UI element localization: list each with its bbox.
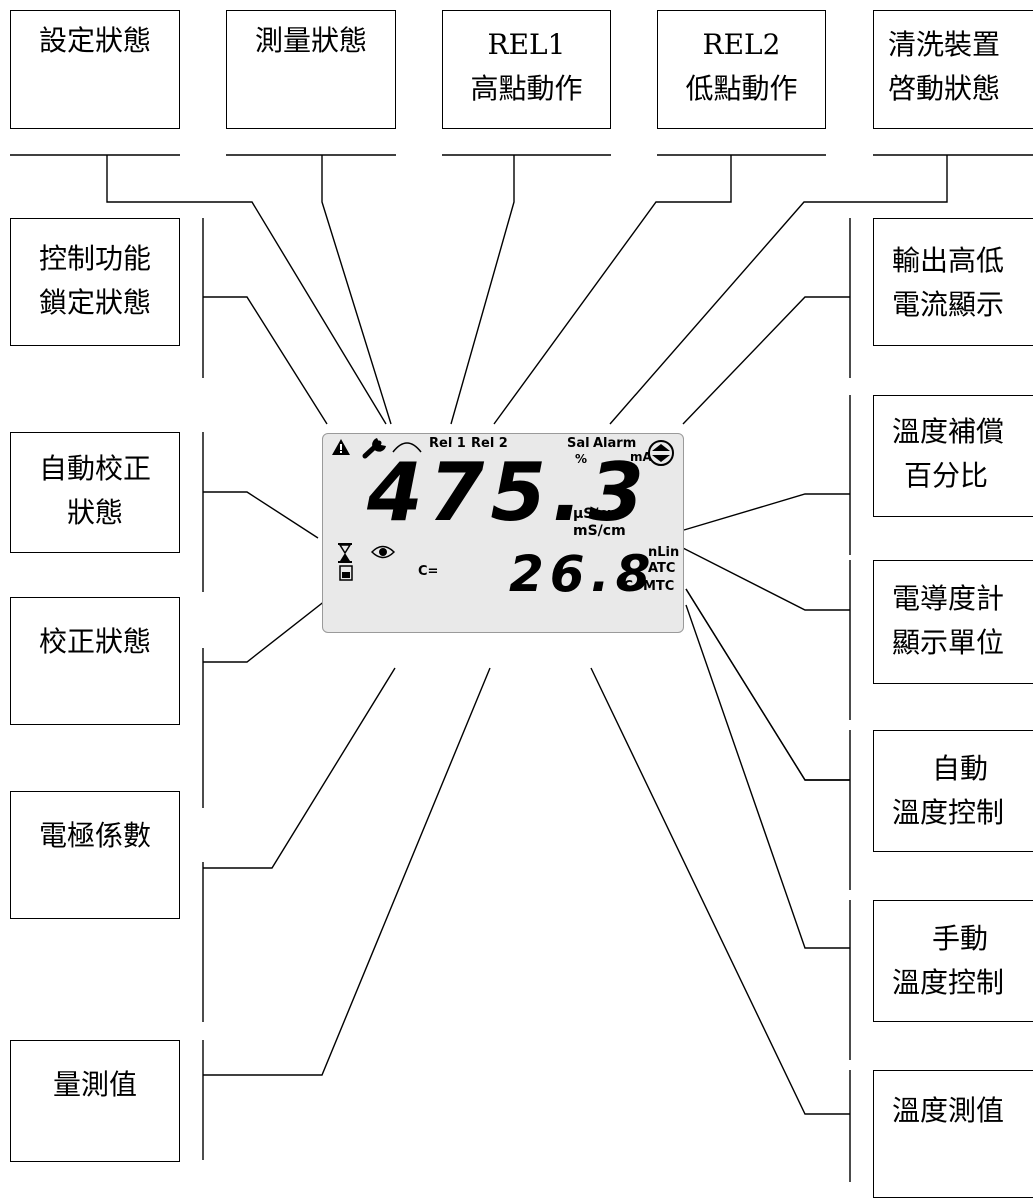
label-line: 鎖定狀態 (38, 286, 151, 319)
arc-icon (392, 442, 422, 453)
label-cell-constant: 電極係數 (10, 791, 180, 919)
label-line: 溫度控制 (892, 966, 1005, 999)
label-line: 啓動狀態 (888, 72, 1001, 105)
label-line: 電極係數 (38, 819, 151, 852)
label-wash-status: 清洗裝置 啓動狀態 (873, 10, 1033, 129)
label-line: 高點動作 (470, 72, 583, 105)
label-line: 量測值 (52, 1068, 137, 1101)
label-rel1-status: REL1 高點動作 (442, 10, 611, 129)
label-cal-status: 校正狀態 (10, 597, 180, 725)
label-line: 電流顯示 (892, 288, 1005, 321)
beaker-icon (339, 565, 353, 581)
label-line: 自動校正 (38, 452, 151, 485)
sal-indicator: Sal (567, 436, 590, 451)
temperature-unit: °C (617, 579, 634, 594)
ma-indicator: mA (630, 450, 652, 464)
label-line: 狀態 (66, 496, 123, 529)
label-mtc: 手動 溫度控制 (873, 900, 1033, 1022)
unit-us-cm: µS/cm (573, 506, 622, 522)
label-line: 顯示單位 (892, 626, 1005, 659)
percent-indicator: % (575, 452, 588, 466)
temperature-reading: 26.8 (509, 545, 657, 603)
label-line: 百分比 (904, 459, 989, 492)
label-output-current: 輸出高低 電流顯示 (873, 218, 1033, 346)
label-line: REL1 (487, 28, 566, 61)
label-line: 自動 (932, 752, 989, 785)
label-line: 電導度計 (892, 582, 1005, 615)
label-line: 手動 (932, 922, 989, 955)
label-line: 控制功能 (38, 242, 151, 275)
wrench-icon (362, 438, 386, 459)
cell-constant-label: C= (418, 564, 439, 579)
label-setting-status: 設定狀態 (10, 10, 180, 129)
label-temp-value: 溫度測值 (873, 1070, 1033, 1198)
warning-icon (332, 439, 350, 455)
main-reading: 475.3 (367, 446, 651, 539)
label-rel2-status: REL2 低點動作 (657, 10, 826, 129)
current-arrows-icon (648, 440, 674, 466)
label-auto-cal-status: 自動校正 狀態 (10, 432, 180, 553)
label-atc: 自動 溫度控制 (873, 730, 1033, 852)
label-line: 溫度補償 (892, 415, 1005, 448)
label-line: 溫度控制 (892, 796, 1005, 829)
label-line: 校正狀態 (38, 625, 151, 658)
label-line: 設定狀態 (38, 24, 151, 57)
rel2-indicator: Rel 2 (471, 436, 508, 451)
alarm-indicator: Alarm (593, 436, 637, 451)
atc-indicator: ATC (648, 561, 676, 576)
label-lock-status: 控制功能 鎖定狀態 (10, 218, 180, 346)
lcd-display: Rel 1 Rel 2 Sal Alarm % mA 475.3 µS/cm m… (322, 433, 684, 633)
hourglass-icon (338, 543, 352, 563)
label-temp-comp: 溫度補償 百分比 (873, 395, 1033, 517)
rel1-indicator: Rel 1 (429, 436, 466, 451)
nlin-indicator: nLin (648, 545, 680, 560)
label-measured-value: 量測值 (10, 1040, 180, 1162)
label-line: 低點動作 (685, 72, 798, 105)
mtc-indicator: MTC (643, 579, 675, 594)
eye-icon (371, 545, 395, 559)
label-line: REL2 (702, 28, 781, 61)
label-line: 測量狀態 (254, 24, 367, 57)
label-line: 清洗裝置 (888, 28, 1001, 61)
label-line: 溫度測值 (892, 1094, 1005, 1127)
label-cond-unit: 電導度計 顯示單位 (873, 560, 1033, 684)
label-measure-status: 測量狀態 (226, 10, 396, 129)
unit-ms-cm: mS/cm (573, 523, 626, 539)
label-line: 輸出高低 (892, 244, 1005, 277)
